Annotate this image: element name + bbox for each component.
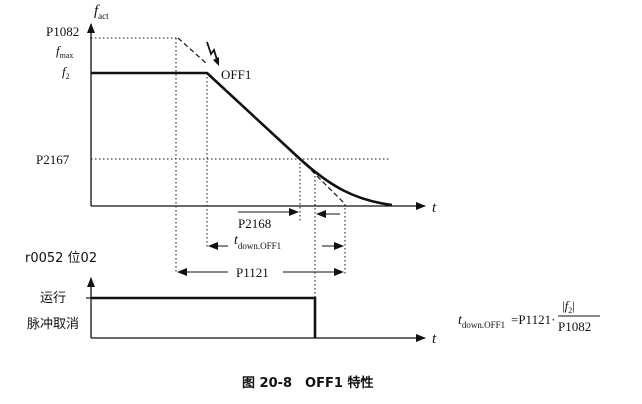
lightning-icon xyxy=(206,41,219,64)
top-y-axis-label: fact xyxy=(94,3,109,21)
tdown-label: tdown.OFF1 xyxy=(234,233,281,251)
bottom-chart-title: r0052 位02 xyxy=(25,251,97,266)
f2-label: f2 xyxy=(62,64,70,81)
state-signal xyxy=(91,296,317,338)
p1121-label: P1121 xyxy=(236,265,269,280)
formula-denominator: P1082 xyxy=(558,319,591,334)
figure-caption: 图 20-8 OFF1 特性 xyxy=(242,375,373,391)
state-pulse-cancel-label: 脉冲取消 xyxy=(27,317,79,332)
p2168-label: P2168 xyxy=(238,216,271,231)
formula-equals: =P1121· xyxy=(511,312,555,327)
fmax-label: fmax xyxy=(56,43,73,60)
dashed-ramp-p1082 xyxy=(177,37,208,65)
bottom-x-axis-label: t xyxy=(432,331,437,347)
p2167-label: P2167 xyxy=(36,152,70,167)
off1-label: OFF1 xyxy=(221,67,251,82)
dashed-linear-extension xyxy=(299,158,346,205)
formula-lhs: tdown.OFF1 xyxy=(458,313,505,330)
p1082-label: P1082 xyxy=(46,24,79,39)
lightning-arrowhead xyxy=(213,57,219,66)
formula-numerator: |f2| xyxy=(562,298,575,315)
state-running-label: 运行 xyxy=(40,291,66,306)
frequency-curve xyxy=(91,71,393,207)
top-x-axis-label: t xyxy=(432,200,437,216)
